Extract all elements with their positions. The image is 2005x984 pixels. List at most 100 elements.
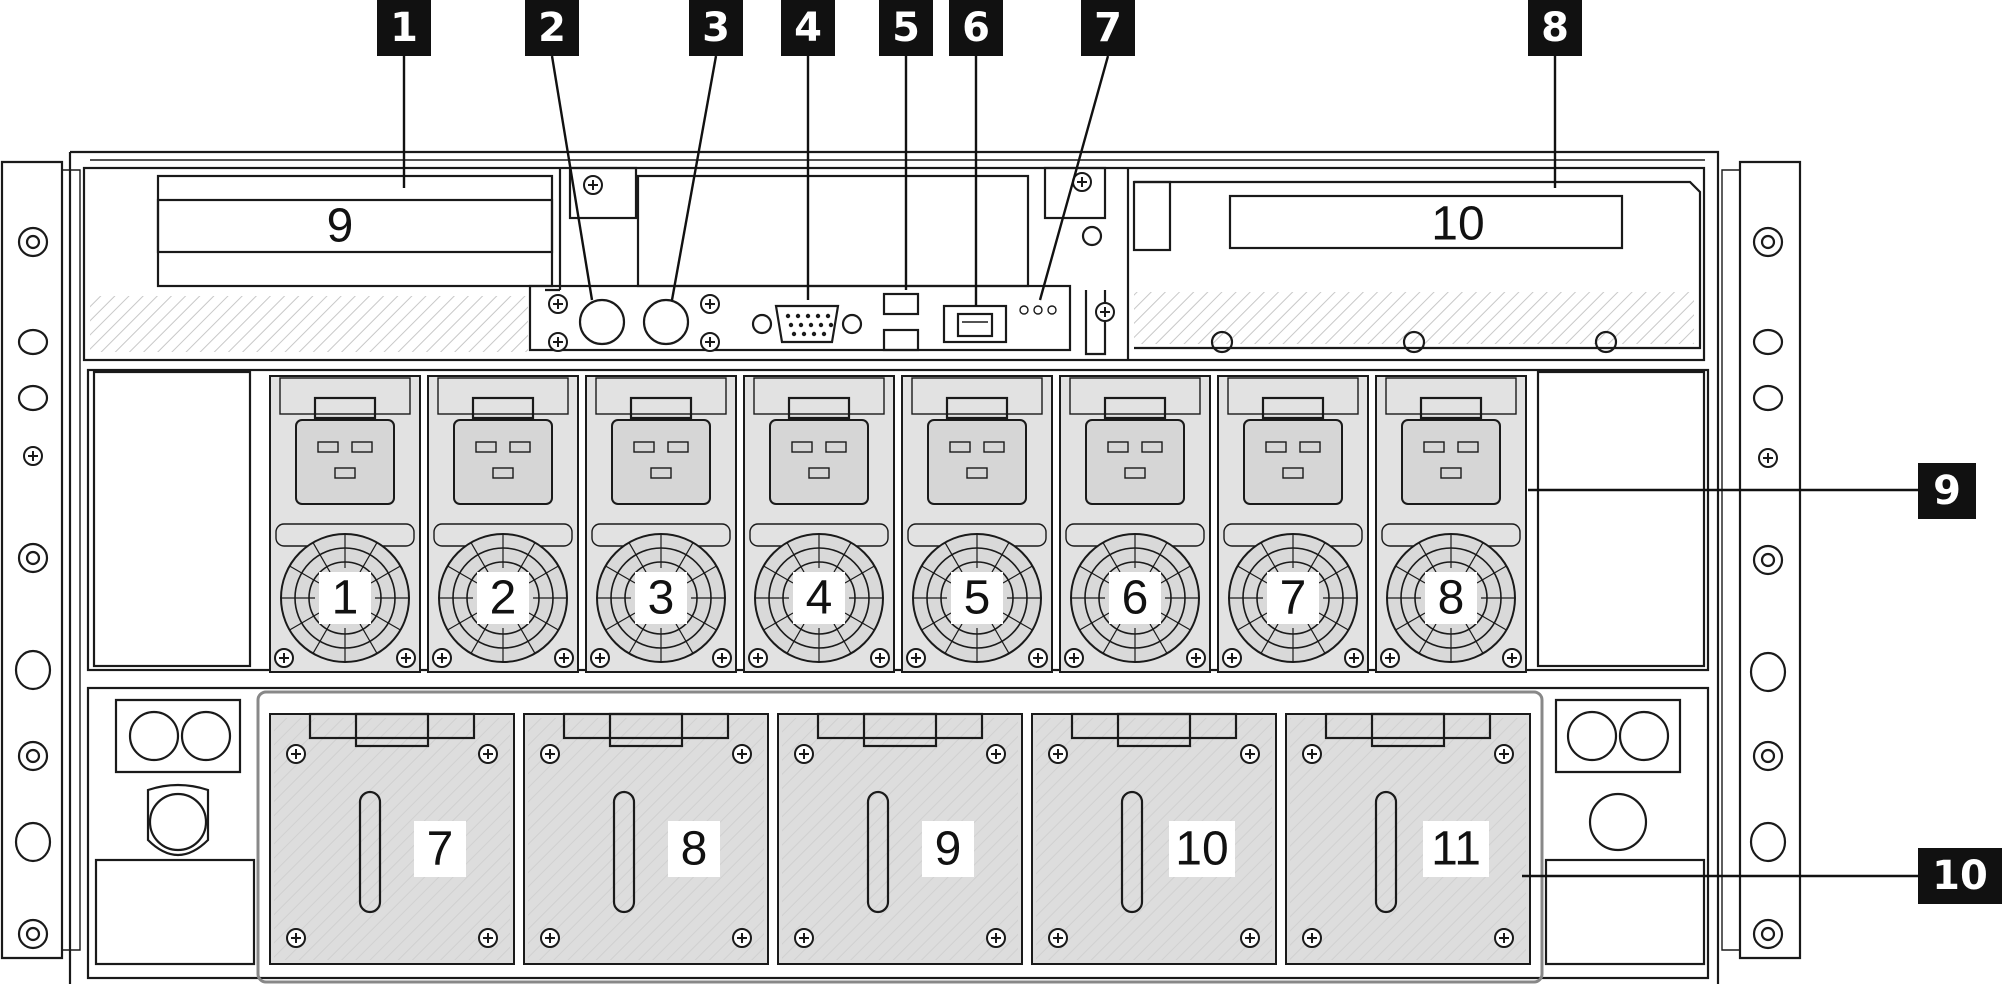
svg-text:9: 9 — [1933, 468, 1961, 514]
screw-icon — [1222, 648, 1242, 668]
svg-text:2: 2 — [538, 5, 566, 51]
system-port-icon — [578, 298, 626, 346]
fan-module-label: 8 — [681, 823, 708, 876]
usb-port-icon — [882, 292, 920, 316]
mounting-slot-icon — [17, 328, 49, 356]
screw-icon — [986, 744, 1006, 764]
mounting-hole-icon — [17, 918, 49, 950]
screw-icon — [1758, 448, 1778, 468]
callout-badge-9: 9 — [1918, 463, 1976, 519]
leader-line-7 — [1038, 55, 1110, 301]
power-supply-7[interactable]: 7 — [1217, 375, 1369, 673]
svg-text:4: 4 — [794, 5, 822, 51]
power-supply-label: 2 — [490, 572, 517, 625]
screw-icon — [700, 294, 720, 314]
callout-badge-8: 8 — [1528, 0, 1582, 56]
status-led-icon — [1047, 305, 1057, 315]
callout-badge-4: 4 — [781, 0, 835, 56]
callout-badge-7: 7 — [1081, 0, 1135, 56]
power-supply-6[interactable]: 6 — [1059, 375, 1211, 673]
screw-icon — [986, 928, 1006, 948]
left-rack-ear — [0, 160, 81, 960]
fan-handle[interactable] — [612, 790, 636, 914]
callout-leaders — [402, 55, 1918, 878]
screw-icon — [1494, 928, 1514, 948]
power-supply-label: 8 — [1438, 572, 1465, 625]
mounting-slot-icon — [14, 649, 52, 691]
io-module: 9 — [82, 166, 1706, 362]
fan-module-label: 9 — [935, 823, 962, 876]
power-supply-2[interactable]: 2 — [427, 375, 579, 673]
screw-icon — [1380, 648, 1400, 668]
power-supply-3[interactable]: 3 — [585, 375, 737, 673]
svg-text:8: 8 — [1541, 5, 1569, 51]
mounting-slot-icon — [1749, 651, 1787, 693]
screw-icon — [1240, 744, 1260, 764]
screw-icon — [1028, 648, 1048, 668]
screw-icon — [548, 332, 568, 352]
pcie-slot-right: 10 — [1132, 180, 1702, 350]
fan-bay: 7 8 9 10 11 — [86, 686, 1710, 984]
fan-module-11[interactable]: 11 — [1285, 712, 1531, 965]
screw-icon — [432, 648, 452, 668]
status-led-icon — [1019, 305, 1029, 315]
power-socket-icon — [1085, 419, 1185, 505]
fan-module-label: 7 — [427, 823, 454, 876]
fan-handle[interactable] — [1120, 790, 1144, 914]
fan-module-label: 11 — [1431, 823, 1481, 876]
power-supply-label: 3 — [648, 572, 675, 625]
screw-icon — [870, 648, 890, 668]
mounting-hole-icon — [17, 226, 49, 258]
mounting-slot-icon — [1749, 821, 1787, 863]
mounting-hole-icon — [17, 740, 49, 772]
power-socket-icon — [611, 419, 711, 505]
screw-icon — [1064, 648, 1084, 668]
callout-badge-10: 10 — [1918, 848, 2002, 904]
callout-badge-5: 5 — [879, 0, 933, 56]
pcie-slot-label: 10 — [1431, 198, 1484, 251]
pcie-slot-label: 9 — [327, 200, 354, 253]
fan-handle[interactable] — [1374, 790, 1398, 914]
screw-icon — [286, 744, 306, 764]
callout-badge-2: 2 — [525, 0, 579, 56]
screw-icon — [1494, 744, 1514, 764]
svg-text:6: 6 — [962, 5, 990, 51]
fan-module-8[interactable]: 8 — [523, 712, 769, 965]
power-socket-icon — [769, 419, 869, 505]
leader-line-2 — [550, 55, 594, 301]
right-cable-holder — [1544, 698, 1706, 966]
screw-icon — [1048, 928, 1068, 948]
mounting-hole-icon — [1752, 740, 1784, 772]
mounting-slot-icon — [14, 821, 52, 863]
fan-handle[interactable] — [358, 790, 382, 914]
screw-icon — [748, 648, 768, 668]
power-supply-1[interactable]: 1 — [269, 375, 421, 673]
callout-badge-6: 6 — [949, 0, 1003, 56]
screw-icon — [1502, 648, 1522, 668]
power-supply-label: 7 — [1280, 572, 1307, 625]
fan-handle[interactable] — [866, 790, 890, 914]
power-supply-8[interactable]: 8 — [1375, 375, 1527, 673]
screw-icon — [478, 928, 498, 948]
mounting-hole-icon — [17, 542, 49, 574]
mounting-hole-icon — [1752, 918, 1784, 950]
fan-module-7[interactable]: 7 — [269, 712, 515, 965]
screw-icon — [548, 294, 568, 314]
svg-text:10: 10 — [1932, 853, 1988, 899]
screw-icon — [590, 648, 610, 668]
screw-icon — [1240, 928, 1260, 948]
mounting-hole-icon — [1752, 226, 1784, 258]
screw-icon — [286, 928, 306, 948]
leader-line-3 — [670, 55, 718, 301]
fan-module-10[interactable]: 10 — [1031, 712, 1277, 965]
screw-icon — [274, 648, 294, 668]
right-rack-ear — [1721, 160, 1802, 960]
fan-module-label: 10 — [1175, 823, 1228, 876]
power-supply-4[interactable]: 4 — [743, 375, 895, 673]
screw-icon — [1048, 744, 1068, 764]
fan-module-9[interactable]: 9 — [777, 712, 1023, 965]
screw-icon — [1095, 302, 1115, 322]
power-supply-5[interactable]: 5 — [901, 375, 1053, 673]
